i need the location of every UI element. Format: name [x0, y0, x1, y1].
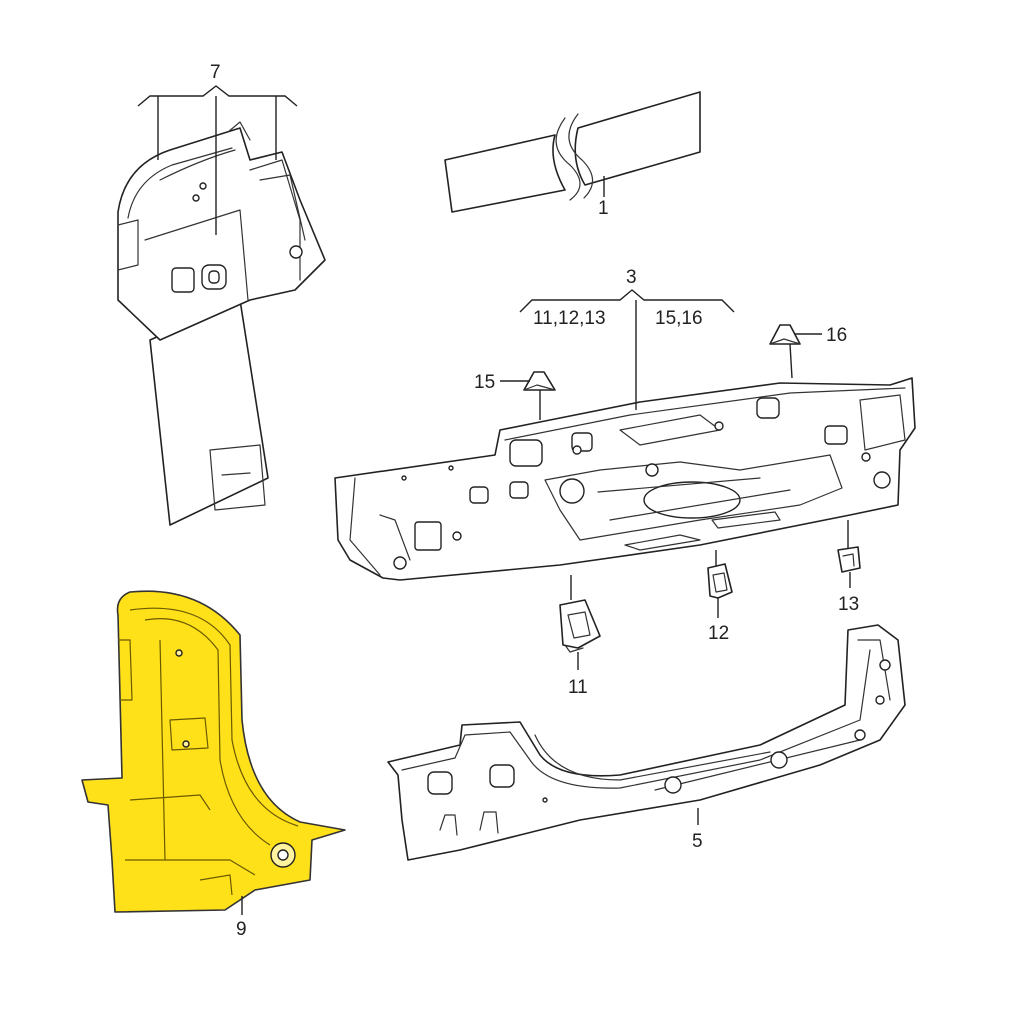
part-9-corner-panel-highlighted[interactable]	[81, 590, 346, 913]
callout-11: 11	[568, 677, 588, 698]
leader-13	[847, 520, 851, 588]
part-5-lower-cross-member[interactable]	[387, 624, 906, 861]
part-12-bracket[interactable]	[707, 563, 733, 599]
callout-3-group-left: 11,12,13	[533, 308, 606, 329]
callout-1: 1	[598, 198, 609, 219]
leader-3-bracket	[519, 289, 735, 313]
callout-12: 12	[708, 623, 729, 644]
leader-11	[570, 575, 579, 670]
part-1-trim-strip[interactable]	[444, 91, 701, 213]
part-7-side-pillar[interactable]	[117, 121, 326, 526]
part-15-clip[interactable]	[523, 371, 556, 391]
part-3-rear-panel[interactable]	[334, 377, 916, 581]
part-11-bracket[interactable]	[559, 599, 601, 653]
leader-15	[500, 380, 541, 420]
callout-7: 7	[210, 62, 221, 83]
leader-16	[789, 333, 822, 379]
part-13-bracket[interactable]	[837, 546, 861, 573]
leader-7-bracket	[137, 85, 298, 107]
callout-13: 13	[838, 594, 859, 615]
callout-9: 9	[236, 919, 247, 940]
leader-12	[715, 550, 719, 618]
callout-3: 3	[626, 267, 637, 288]
callout-16: 16	[826, 325, 847, 346]
callout-15: 15	[474, 372, 495, 393]
callout-3-group-right: 15,16	[655, 308, 703, 329]
callout-5: 5	[692, 831, 703, 852]
